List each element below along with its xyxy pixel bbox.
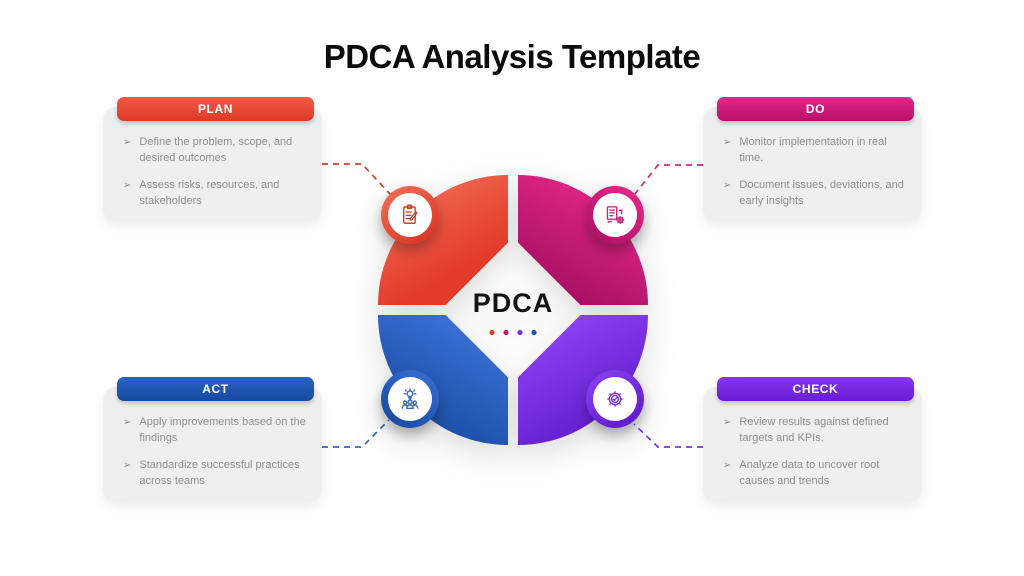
act-card: ACT ➢ Apply improvements based on the fin… bbox=[103, 377, 322, 502]
bullet-text: Apply improvements based on the findings bbox=[139, 416, 306, 444]
arrow-bullet-icon: ➢ bbox=[123, 417, 132, 428]
list-item: ➢ Apply improvements based on the finding… bbox=[123, 415, 310, 447]
arrow-bullet-icon: ➢ bbox=[723, 459, 732, 471]
pdca-cycle-diagram: PDCA bbox=[378, 175, 648, 445]
page-title: PDCA Analysis Template bbox=[323, 38, 701, 75]
act-bullet-list: ➢ Apply improvements based on the finding… bbox=[103, 387, 322, 511]
plan-badge bbox=[381, 186, 439, 244]
list-item: ➢ Monitor implementation in real time. bbox=[723, 135, 910, 167]
arrow-bullet-icon: ➢ bbox=[123, 179, 132, 191]
arrow-bullet-icon: ➢ bbox=[123, 459, 132, 471]
list-item: ➢ Define the problem, scope, and desired … bbox=[123, 135, 310, 167]
bullet-text: Document issues, deviations, and early i… bbox=[739, 178, 904, 207]
bullet-text: Define the problem, scope, and desired o… bbox=[139, 136, 293, 164]
list-item: ➢ Review results against defined targets … bbox=[723, 415, 910, 447]
check-badge bbox=[586, 370, 644, 428]
plan-card: PLAN ➢ Define the problem, scope, and des… bbox=[103, 97, 322, 221]
check-bullet-list: ➢ Review results against defined targets … bbox=[703, 387, 922, 511]
plan-bullet-list: ➢ Define the problem, scope, and desired … bbox=[103, 107, 322, 231]
document-gear-icon bbox=[606, 206, 625, 225]
bullet-text: Assess risks, resources, and stakeholder… bbox=[139, 178, 280, 207]
gear-check-icon bbox=[607, 391, 623, 407]
arrow-bullet-icon: ➢ bbox=[723, 179, 732, 191]
badge-inner-circle bbox=[593, 377, 637, 421]
act-header: ACT bbox=[117, 377, 314, 401]
team-idea-icon bbox=[401, 388, 419, 410]
plan-header: PLAN bbox=[117, 97, 314, 121]
arrow-bullet-icon: ➢ bbox=[123, 137, 132, 148]
dot bbox=[531, 329, 537, 336]
list-item: ➢ Assess risks, resources, and stakeholde… bbox=[123, 178, 310, 210]
clipboard-checklist-icon bbox=[403, 204, 418, 224]
dot bbox=[503, 329, 509, 336]
arrow-bullet-icon: ➢ bbox=[723, 417, 732, 428]
bullet-text: Standardize successful practices across … bbox=[139, 458, 300, 487]
badge-inner-circle bbox=[388, 377, 432, 421]
check-card: CHECK ➢ Review results against defined ta… bbox=[703, 377, 922, 502]
do-card: DO ➢ Monitor implementation in real time.… bbox=[703, 97, 922, 221]
arrow-bullet-icon: ➢ bbox=[723, 137, 732, 148]
badge-inner-circle bbox=[388, 193, 432, 237]
pdca-center-dots bbox=[378, 323, 648, 341]
do-bullet-list: ➢ Monitor implementation in real time. ➢ D… bbox=[703, 107, 922, 231]
bullet-text: Monitor implementation in real time. bbox=[739, 136, 887, 164]
dot bbox=[517, 329, 523, 336]
dot bbox=[489, 329, 495, 336]
do-badge bbox=[586, 186, 644, 244]
badge-inner-circle bbox=[593, 193, 637, 237]
check-header: CHECK bbox=[717, 377, 914, 401]
bullet-text: Review results against defined targets a… bbox=[739, 416, 889, 444]
list-item: ➢ Standardize successful practices across… bbox=[123, 458, 310, 490]
list-item: ➢ Document issues, deviations, and early … bbox=[723, 178, 910, 210]
pdca-center-label: PDCA bbox=[472, 288, 554, 318]
do-header: DO bbox=[717, 97, 914, 121]
bullet-text: Analyze data to uncover root causes and … bbox=[739, 458, 880, 487]
dot-row bbox=[489, 329, 537, 336]
act-badge bbox=[381, 370, 439, 428]
list-item: ➢ Analyze data to uncover root causes and… bbox=[723, 458, 910, 490]
